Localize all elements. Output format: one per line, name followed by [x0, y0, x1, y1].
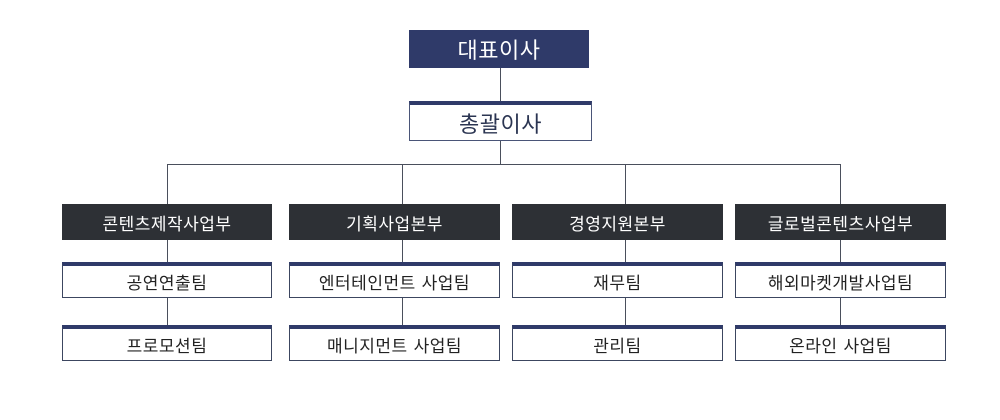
connector-bus-division-2	[402, 164, 403, 204]
division-content-production: 콘텐츠제작사업부	[62, 204, 272, 240]
division-management-support: 경영지원본부	[512, 204, 723, 240]
connector-horizontal-bus	[167, 164, 841, 165]
connector-ceo-gm	[500, 68, 501, 101]
team-finance: 재무팀	[512, 262, 723, 298]
division-planning: 기획사업본부	[289, 204, 500, 240]
connector-bus-division-1	[167, 164, 168, 204]
team-entertainment-business: 엔터테인먼트 사업팀	[289, 262, 500, 298]
team-administration: 관리팀	[512, 325, 723, 361]
connector-gm-bus	[500, 141, 501, 164]
team-management-business: 매니지먼트 사업팀	[289, 325, 500, 361]
general-manager-box: 총괄이사	[409, 101, 592, 141]
team-online-business: 온라인 사업팀	[735, 325, 946, 361]
team-promotion: 프로모션팀	[62, 325, 272, 361]
team-performance-direction: 공연연출팀	[62, 262, 272, 298]
division-global-content: 글로벌콘텐츠사업부	[735, 204, 946, 240]
ceo-box: 대표이사	[409, 30, 589, 68]
connector-bus-division-3	[625, 164, 626, 204]
connector-bus-division-4	[840, 164, 841, 204]
team-overseas-market-development: 해외마켓개발사업팀	[735, 262, 946, 298]
